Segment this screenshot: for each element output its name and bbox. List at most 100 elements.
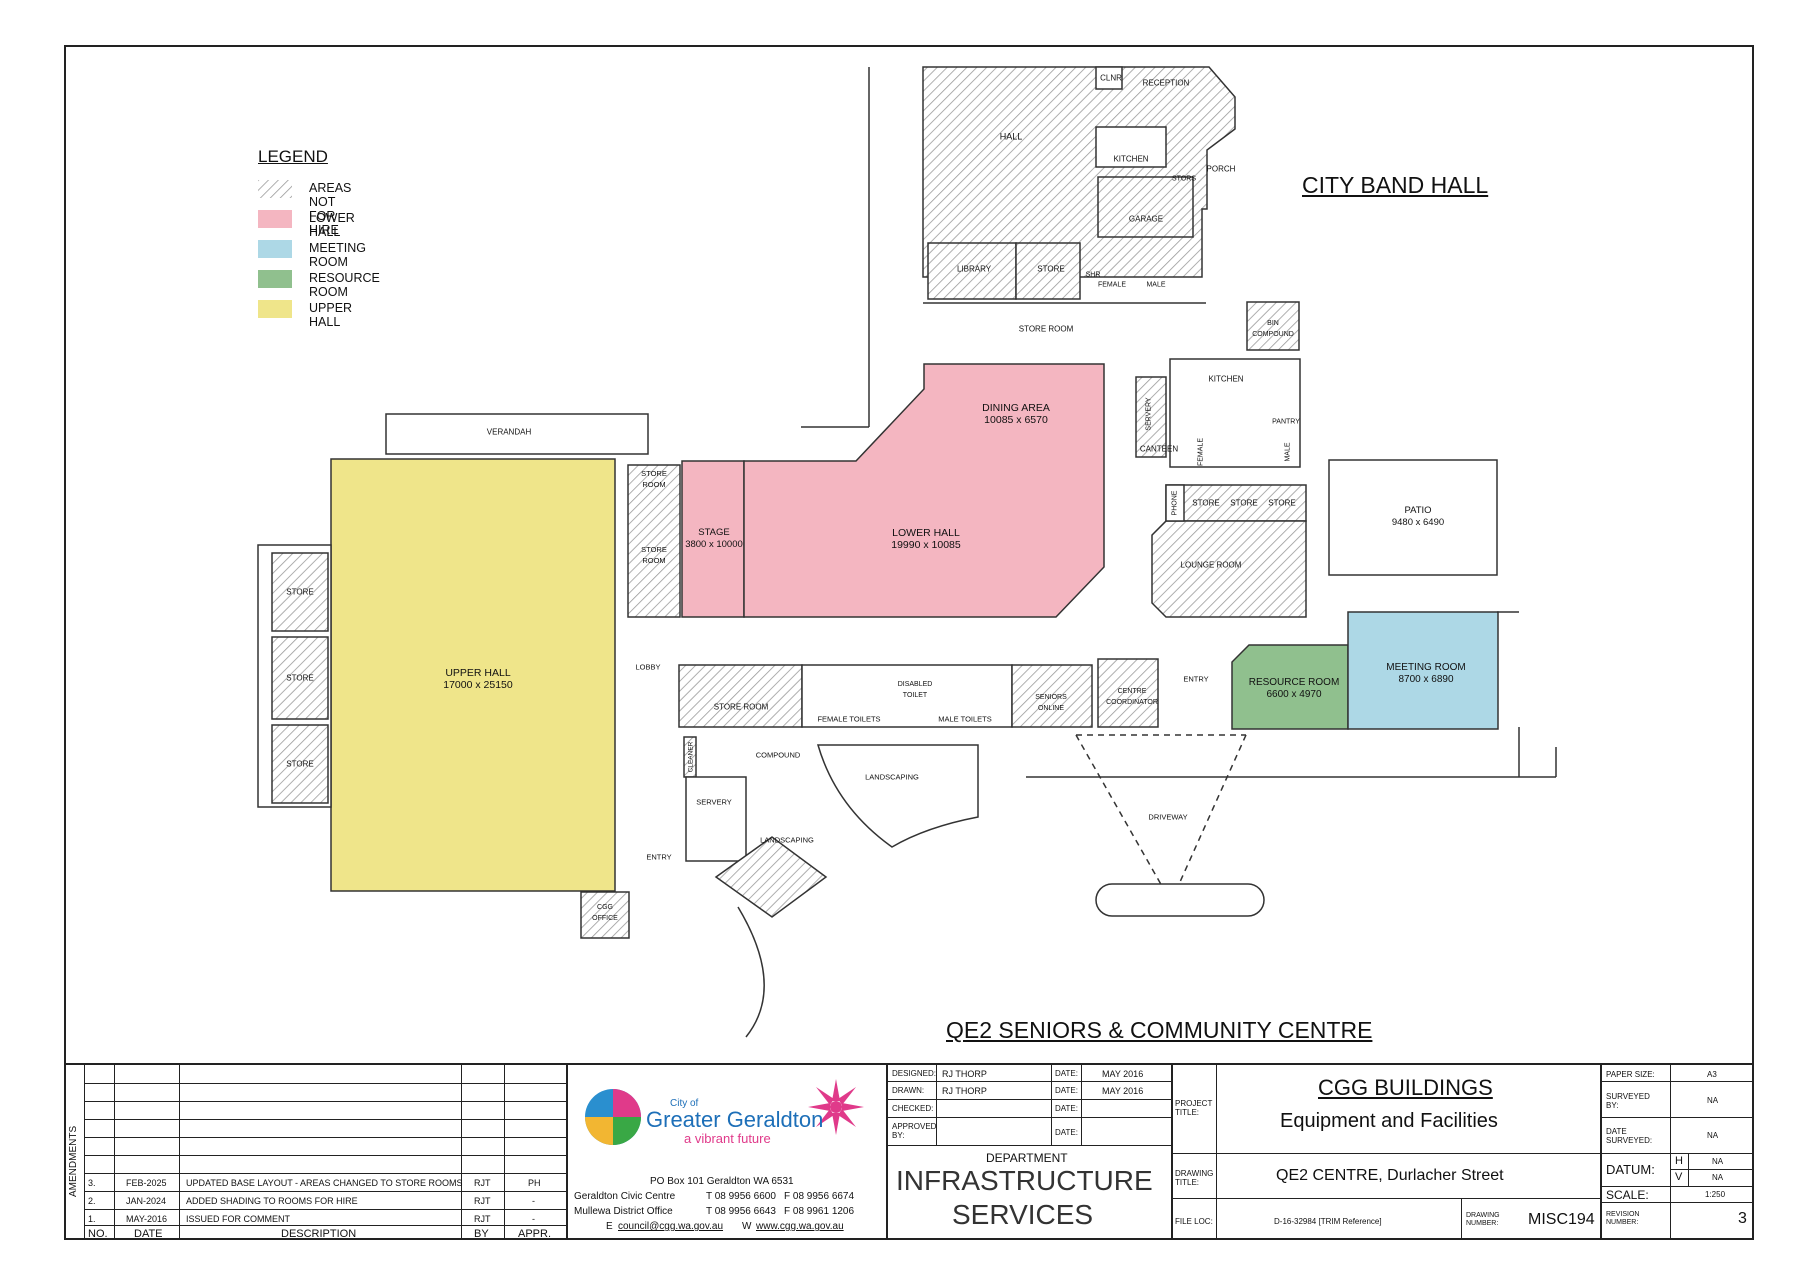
amendments-label: AMENDMENTS	[68, 1125, 79, 1197]
council-logo	[585, 1079, 864, 1145]
servery-left-block	[685, 776, 747, 862]
logo-small-text: City of	[670, 1098, 699, 1109]
stores-row-block	[1165, 484, 1307, 522]
floor-plan	[257, 66, 1557, 1038]
drawing-number-label: DRAWING NUMBER:	[1466, 1212, 1500, 1227]
landscaping-2-block	[714, 836, 828, 918]
drawing-sheet: LEGEND AREAS NOT FOR HIRE LOWER HALL MEE…	[64, 45, 1754, 1240]
amend-header-no: NO.	[88, 1228, 108, 1240]
logo-name: Greater Geraldton	[646, 1107, 824, 1132]
centre-title: QE2 SENIORS & COMMUNITY CENTRE	[946, 1017, 1373, 1043]
file-loc: D-16-32984 [TRIM Reference]	[1274, 1217, 1382, 1226]
datum-h: NA	[1712, 1157, 1724, 1166]
amend-appr-1: -	[532, 1214, 535, 1224]
paper-size-label: PAPER SIZE:	[1606, 1070, 1655, 1079]
email-link[interactable]: council@cgg.wa.gov.au	[618, 1221, 724, 1232]
room-female-r: FEMALE	[1197, 437, 1205, 467]
kitchen-top-block	[1095, 126, 1167, 168]
servery-right-block	[1135, 376, 1167, 458]
amend-header-description: DESCRIPTION	[281, 1228, 357, 1240]
amend-by-3: RJT	[474, 1178, 491, 1188]
department-name-1: INFRASTRUCTURE	[896, 1165, 1153, 1196]
green-swatch	[258, 270, 292, 288]
room-shr: SHR	[1085, 271, 1101, 279]
revision-label: REVISION NUMBER:	[1606, 1211, 1640, 1226]
store-room-c-block	[678, 664, 803, 728]
department-label: DEPARTMENT	[986, 1151, 1068, 1165]
room-kitchen: KITCHEN	[1208, 374, 1244, 384]
landscaping-1-outline	[817, 744, 979, 848]
datum-v-label: V	[1675, 1171, 1683, 1183]
legend-label: LOWER HALL	[309, 211, 355, 239]
civic-label: Geraldton Civic Centre	[574, 1191, 676, 1202]
amend-header-date: DATE	[134, 1228, 163, 1240]
room-clnr: CLNR	[1100, 73, 1122, 83]
designed-date-label: DATE:	[1055, 1069, 1078, 1078]
room-garage: GARAGE	[1128, 214, 1164, 224]
pink-swatch	[258, 210, 292, 228]
room-store-l2: STORE	[286, 673, 314, 683]
room-store-room-b: STORE ROOM	[641, 545, 667, 565]
room-seniors-online: SENIORS ONLINE	[1035, 694, 1067, 712]
project-title-label: PROJECT TITLE:	[1175, 1099, 1213, 1117]
room-reception: RECEPTION	[1142, 78, 1190, 88]
room-servery-right: SERVERY	[1145, 397, 1153, 431]
garage-block	[1097, 176, 1194, 238]
room-female-top: FEMALE	[1097, 281, 1127, 289]
room-phone: PHONE	[1171, 490, 1179, 516]
upper-hall-area	[330, 458, 616, 892]
room-landscaping-1: LANDSCAPING	[865, 772, 919, 782]
room-store-1: STORE	[1192, 498, 1220, 508]
room-cleaner: CLEANER	[687, 741, 695, 773]
date-surveyed-label: DATE SURVEYED:	[1606, 1127, 1653, 1145]
file-loc-label: FILE LOC:	[1175, 1217, 1213, 1226]
date-surveyed: NA	[1707, 1131, 1719, 1140]
web-link[interactable]: www.cgg.wa.gov.au	[756, 1221, 844, 1232]
web-prefix: W	[742, 1221, 752, 1232]
mullewa-fax: F 08 9961 1206	[784, 1206, 855, 1217]
bin-compound-block	[1246, 301, 1300, 351]
room-store-room-a: STORE ROOM	[641, 469, 667, 489]
amend-date-2: JAN-2024	[126, 1196, 167, 1206]
room-centre-coordinator: CENTRE COORDINATOR	[1106, 688, 1158, 706]
yellow-swatch	[258, 300, 292, 318]
room-library: LIBRARY	[956, 264, 992, 274]
room-pantry: PANTRY	[1272, 418, 1300, 426]
room-store-l1: STORE	[286, 587, 314, 597]
drawn-date: MAY 2016	[1102, 1086, 1144, 1096]
room-male-r: MALE	[1284, 442, 1292, 462]
toilets-block	[801, 664, 1013, 728]
drawing-title-label: DRAWING TITLE:	[1175, 1169, 1214, 1187]
civic-fax: F 08 9956 6674	[784, 1191, 855, 1202]
room-stage: STAGE 3800 x 10000	[685, 527, 743, 550]
amend-desc-1: ISSUED FOR COMMENT	[186, 1214, 291, 1224]
kitchen-block	[1169, 358, 1301, 468]
amend-no-1: 1.	[88, 1214, 96, 1224]
room-disabled-toilet: DISABLED TOILET	[897, 681, 933, 699]
legend-label: UPPER HALL	[309, 301, 353, 329]
mullewa-phone: T 08 9956 6643	[706, 1206, 776, 1217]
room-hall: HALL	[999, 131, 1023, 142]
room-dining-area: DINING AREA 10085 x 6570	[982, 402, 1050, 426]
civic-phone: T 08 9956 6600	[706, 1191, 776, 1202]
datum-h-label: H	[1675, 1155, 1683, 1167]
room-male-toilets: MALE TOILETS	[938, 714, 992, 724]
legend-title: LEGEND	[258, 147, 328, 166]
title-block: AMENDMENTS 3. FEB-2025 UPDATED BASE LAYO…	[66, 1063, 1752, 1240]
room-compound: COMPOUND	[755, 750, 801, 760]
email-prefix: E	[606, 1221, 613, 1232]
amend-by-1: RJT	[474, 1214, 491, 1224]
room-entry-left: ENTRY	[646, 852, 672, 862]
datum-label: DATUM:	[1606, 1162, 1655, 1177]
legend-label: RESOURCE ROOM	[309, 271, 380, 299]
designed-date: MAY 2016	[1102, 1069, 1144, 1079]
room-male-top: MALE	[1146, 281, 1166, 289]
cgg-office-block	[580, 891, 630, 939]
room-servery-left: SERVERY	[696, 797, 732, 807]
phone-block	[1165, 484, 1185, 522]
room-kitchen-top: KITCHEN	[1113, 154, 1149, 164]
room-canteen: CANTEEN	[1139, 444, 1179, 454]
department-name-2: SERVICES	[952, 1199, 1094, 1230]
surveyed-by: NA	[1707, 1096, 1719, 1105]
approved-label: APPROVED BY:	[892, 1122, 937, 1140]
